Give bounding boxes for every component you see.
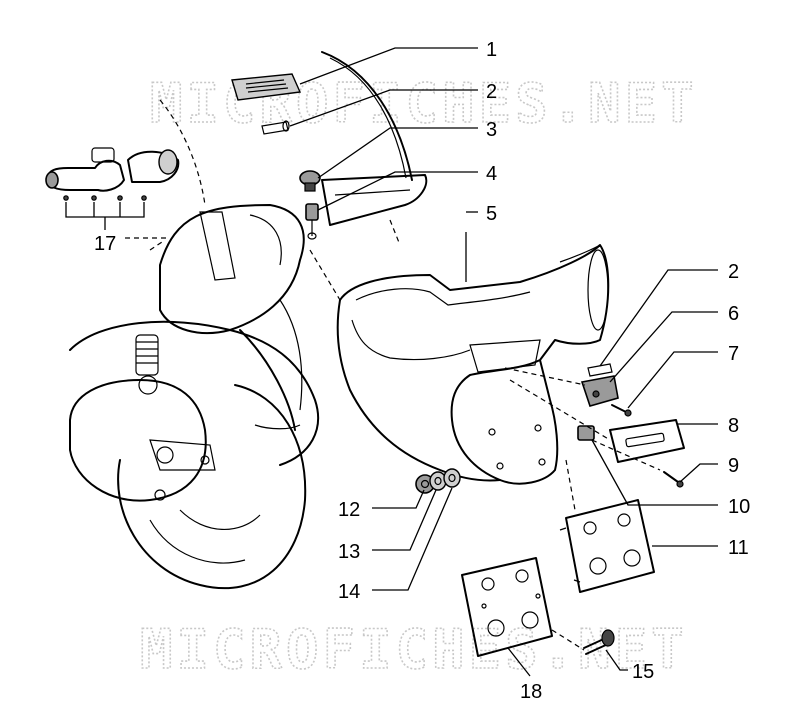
part-15-bolt xyxy=(551,629,615,655)
part-7-screw xyxy=(611,404,632,417)
watermark-bottom: MICROFICHES.NET xyxy=(140,618,688,681)
callout-labels: 1 2 3 4 5 2 6 7 8 9 10 11 12 13 14 15 17… xyxy=(94,39,750,703)
part-11-plate-bracket xyxy=(559,499,655,593)
rear-bracket-panel xyxy=(321,174,428,226)
part-10-clip xyxy=(577,425,595,441)
part-4-fastener xyxy=(305,203,319,240)
callout-7: 7 xyxy=(728,343,739,365)
part-8-reflector xyxy=(609,419,685,463)
part-2-pin-right xyxy=(587,363,613,377)
part-1-decal xyxy=(231,73,302,101)
part-17-switch-assembly xyxy=(45,147,180,239)
leader-lines xyxy=(289,47,718,677)
part-6-latch xyxy=(580,375,619,407)
part-5-rear-cover xyxy=(336,232,610,485)
part-9-screw xyxy=(663,471,684,488)
callout-6: 6 xyxy=(728,303,739,325)
scooter-body-outline xyxy=(69,51,413,590)
callout-18: 18 xyxy=(520,681,542,703)
part-14-washer xyxy=(443,468,461,488)
callout-2-right: 2 xyxy=(728,261,739,283)
callout-3: 3 xyxy=(486,119,497,141)
callout-1: 1 xyxy=(486,39,497,61)
callout-2-top: 2 xyxy=(486,81,497,103)
callout-13: 13 xyxy=(338,541,360,563)
part-3-knob xyxy=(299,170,321,192)
callout-11: 11 xyxy=(728,537,749,559)
part-18-plate xyxy=(461,557,553,657)
part-13-washer xyxy=(429,471,447,491)
callout-14: 14 xyxy=(338,581,360,603)
shock-absorber xyxy=(135,334,159,395)
callout-8: 8 xyxy=(728,415,739,437)
callout-5: 5 xyxy=(486,203,497,225)
callout-4: 4 xyxy=(486,163,497,185)
callout-12: 12 xyxy=(338,499,360,521)
callout-9: 9 xyxy=(728,455,739,477)
callout-17: 17 xyxy=(94,233,116,255)
callout-10: 10 xyxy=(728,496,750,518)
part-2-pin-top xyxy=(261,120,290,135)
callout-15: 15 xyxy=(632,661,654,683)
